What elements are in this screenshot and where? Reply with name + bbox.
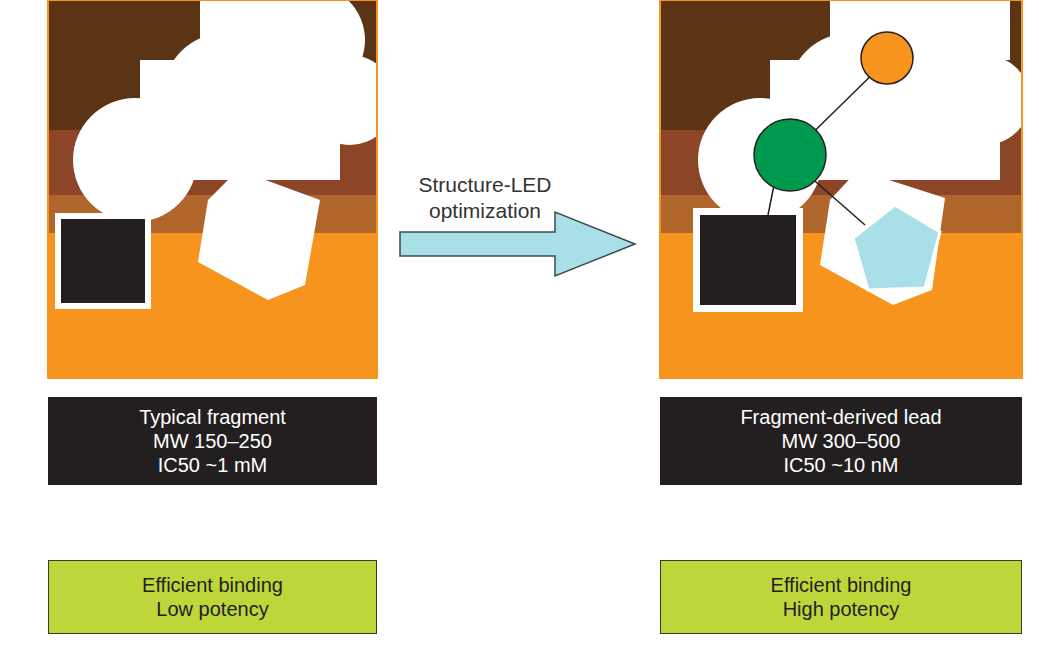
- result-box: Typical fragmentMW 150–250IC50 ~1 mM: [48, 397, 377, 485]
- box-text: IC50 ~10 nM: [783, 453, 898, 477]
- box-text: Fragment-derived lead: [740, 405, 941, 429]
- arrow-label: Structure-LED optimization: [385, 172, 585, 225]
- property-box: Efficient bindingLow potency: [48, 560, 377, 634]
- box-text: MW 150–250: [153, 429, 272, 453]
- box-text: Low potency: [156, 597, 268, 621]
- protein-pocket-left: [48, 0, 377, 378]
- property-box: Efficient bindingHigh potency: [660, 560, 1022, 634]
- result-box: Fragment-derived leadMW 300–500IC50 ~10 …: [660, 397, 1022, 485]
- box-text: MW 300–500: [782, 429, 901, 453]
- box-text: High potency: [783, 597, 900, 621]
- box-text: Efficient binding: [771, 573, 912, 597]
- protein-pocket-right: [660, 0, 1022, 378]
- box-text: IC50 ~1 mM: [158, 453, 267, 477]
- box-text: Typical fragment: [139, 405, 286, 429]
- box-text: Efficient binding: [142, 573, 283, 597]
